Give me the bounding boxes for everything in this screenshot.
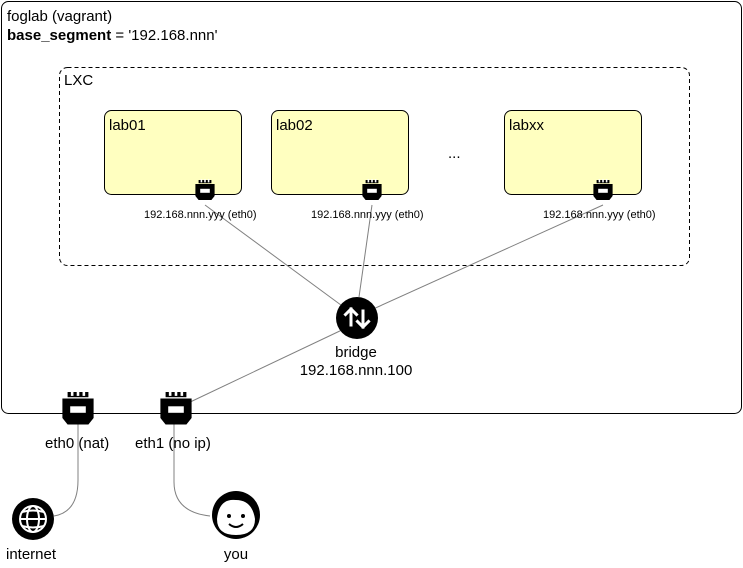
person-icon bbox=[212, 491, 260, 539]
container-name: labxx bbox=[509, 117, 545, 134]
link-lab01-bridge bbox=[204, 204, 346, 309]
link-lab02-bridge bbox=[358, 204, 373, 298]
bridge-label: bridge bbox=[335, 344, 377, 361]
container-name: lab02 bbox=[276, 117, 313, 134]
segment-key: base_segment bbox=[7, 27, 111, 44]
lxc-label: LXC bbox=[64, 72, 93, 89]
you-label: you bbox=[224, 546, 248, 563]
base-segment-line: base_segment = '192.168.nnn' bbox=[7, 27, 218, 44]
container-name: lab01 bbox=[109, 117, 146, 134]
eth0-label: eth0 (nat) bbox=[45, 435, 109, 452]
link-eth0-internet bbox=[53, 424, 79, 517]
link-eth1-you bbox=[173, 424, 211, 517]
more-containers-ellipsis: ... bbox=[448, 145, 461, 162]
link-labxx-bridge bbox=[370, 204, 604, 311]
bridge-ip: 192.168.nnn.100 bbox=[300, 362, 413, 379]
container-lab01[interactable] bbox=[104, 110, 242, 195]
bridge-icon[interactable] bbox=[336, 297, 378, 339]
link-bridge-eth1 bbox=[185, 328, 345, 405]
segment-value: = '192.168.nnn' bbox=[111, 27, 217, 44]
container-ip: 192.168.nnn.yyy (eth0) bbox=[543, 209, 656, 221]
container-lab02[interactable] bbox=[271, 110, 409, 195]
lxc-group bbox=[59, 67, 690, 266]
container-ip: 192.168.nnn.yyy (eth0) bbox=[311, 209, 424, 221]
container-labxx[interactable] bbox=[504, 110, 642, 195]
eth1-label: eth1 (no ip) bbox=[135, 435, 211, 452]
internet-label: internet bbox=[6, 546, 57, 563]
links bbox=[53, 204, 604, 517]
host-title: foglab (vagrant) bbox=[7, 8, 112, 25]
container-ip: 192.168.nnn.yyy (eth0) bbox=[144, 209, 257, 221]
globe-icon bbox=[12, 498, 54, 540]
